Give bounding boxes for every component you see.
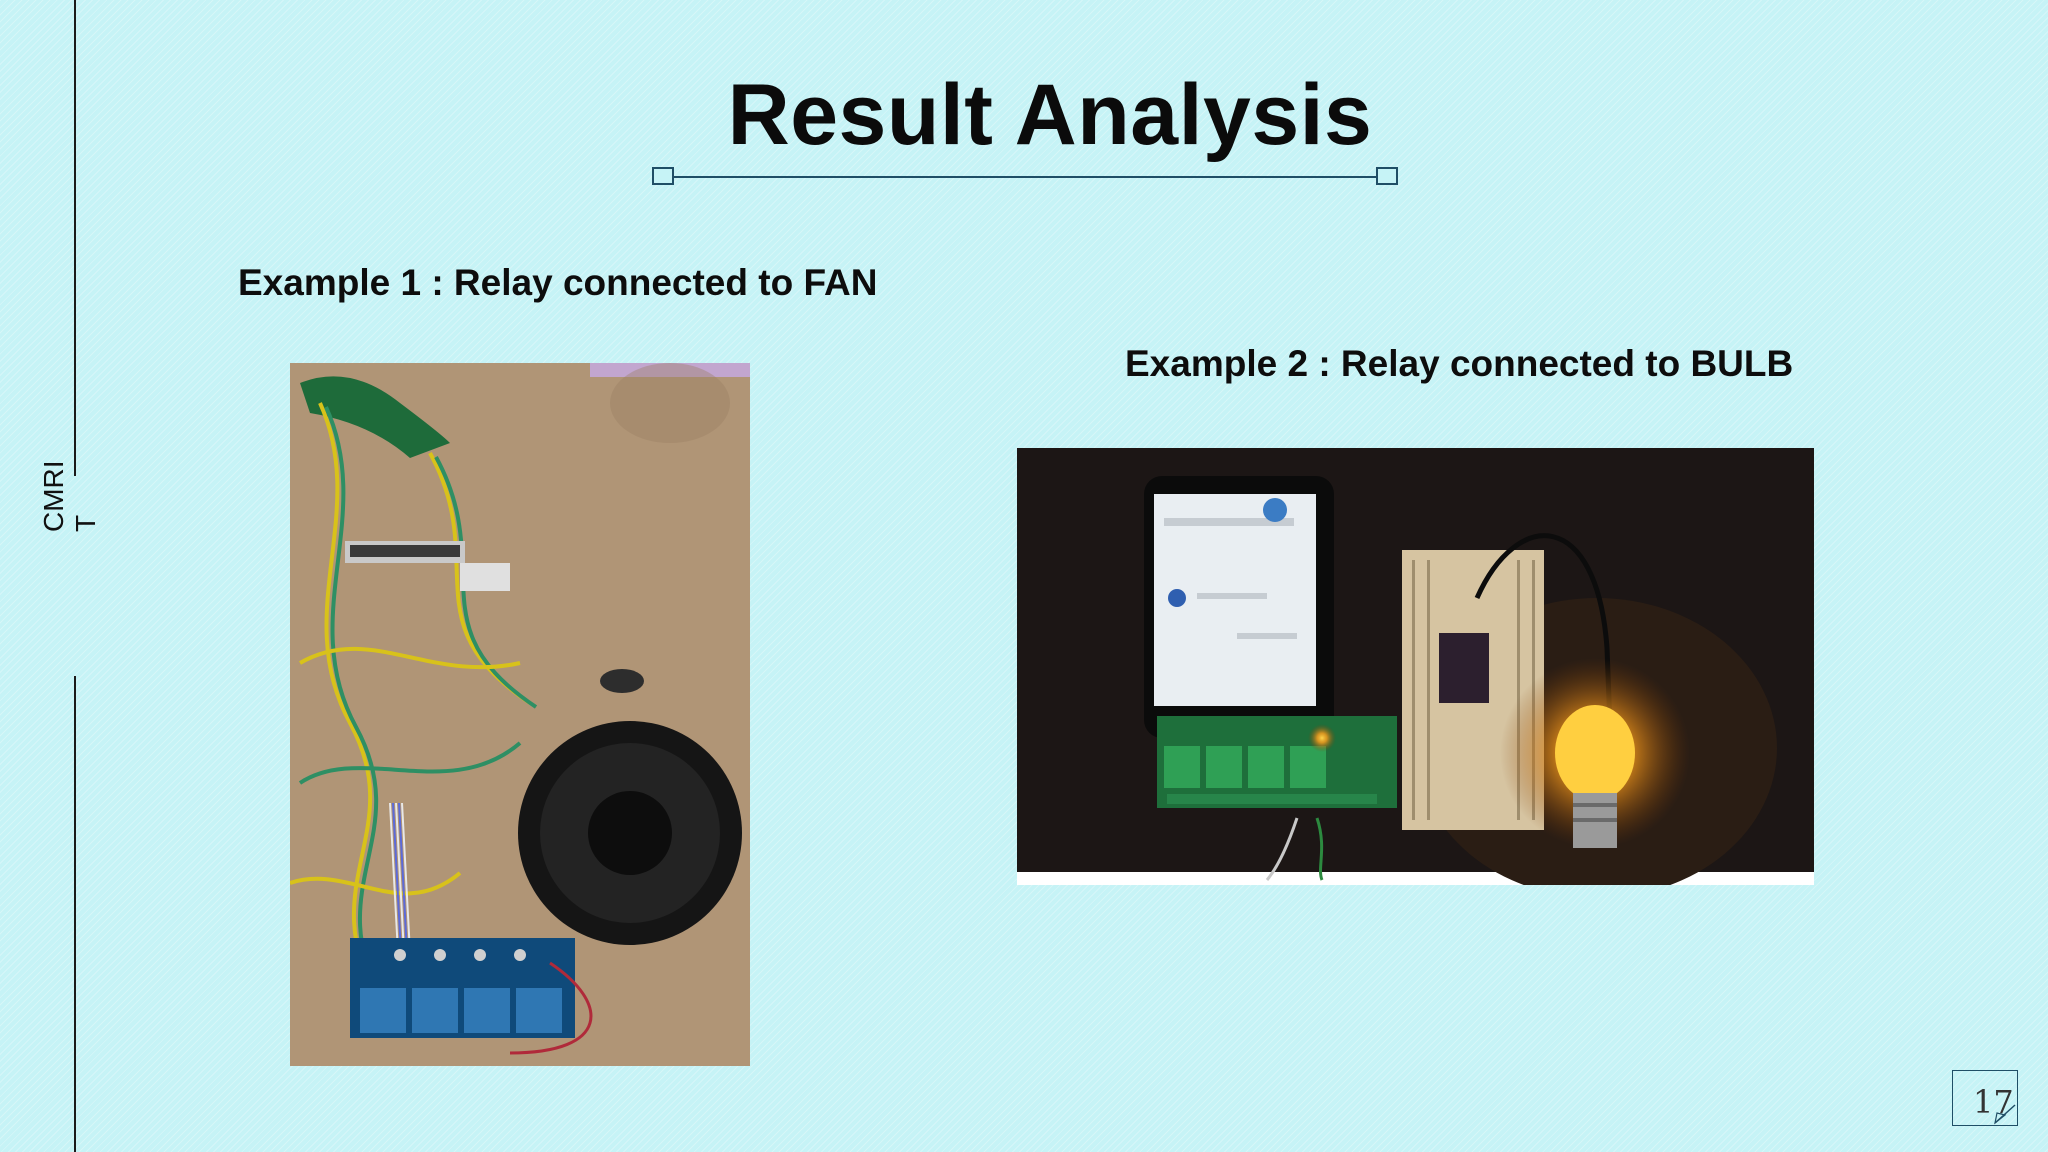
example-1-caption: Example 1 : Relay connected to FAN: [238, 262, 878, 303]
page-curl-icon: [1994, 1104, 2016, 1125]
left-margin-rule-top: [74, 0, 76, 476]
slide-title: Result Analysis: [727, 67, 1373, 163]
underline-right-handle: [1376, 167, 1398, 185]
underline-left-handle: [652, 167, 674, 185]
vertical-brand-text: CMRI T: [38, 422, 102, 532]
brand-line-2: T: [70, 514, 101, 532]
title-underline: [672, 176, 1380, 178]
page-number-box: 17: [1952, 1070, 2018, 1126]
fan-relay-photo: [290, 363, 750, 1066]
page-number: 17: [1973, 1083, 2014, 1121]
left-margin-rule-bottom: [74, 676, 76, 1152]
example-2-caption: Example 2 : Relay connected to BULB: [1125, 343, 1794, 384]
bulb-relay-photo: [1017, 448, 1814, 885]
brand-line-1: CMRI: [38, 460, 69, 532]
